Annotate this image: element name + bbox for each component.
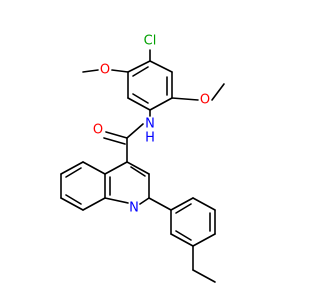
structure-canvas: Cl O O N H O N: [60, 34, 225, 283]
amide-nitrogen-label: N: [145, 117, 155, 132]
bond-methoxy: [111, 69, 129, 73]
bond-ethyl: [192, 269, 216, 283]
bond-double-inner: [132, 66, 149, 77]
bond: [82, 197, 106, 211]
bond-double-inner: [65, 194, 82, 205]
bond-double-inner: [175, 230, 192, 241]
bond-double-inner: [175, 203, 192, 214]
bond: [149, 60, 173, 73]
quinoline-nitrogen-label: N: [129, 201, 139, 216]
bond-methyl: [211, 83, 225, 101]
bond: [126, 161, 150, 175]
bond-layer: [60, 49, 225, 283]
bond: [139, 197, 150, 205]
bond: [127, 97, 151, 111]
bond-amide: [126, 123, 144, 139]
bond: [170, 197, 194, 211]
bond: [192, 233, 216, 247]
carbonyl-oxygen-label: O: [93, 123, 103, 138]
amide-hydrogen-label: H: [145, 131, 155, 146]
molecule-structure: Cl O O N H O N: [60, 34, 225, 283]
bond: [60, 197, 84, 211]
chlorine-atom-label: Cl: [144, 34, 157, 49]
bond: [104, 161, 128, 175]
bond-methoxy: [171, 97, 199, 101]
bond: [60, 161, 84, 175]
bond-methyl: [82, 69, 99, 73]
bond: [192, 197, 216, 211]
bond-carbonyl: [105, 131, 128, 139]
methoxy-oxygen-right-label: O: [200, 93, 210, 108]
bond-double-inner: [130, 166, 146, 177]
bond: [127, 60, 151, 73]
bond: [104, 197, 129, 204]
bond-double-inner: [65, 167, 82, 178]
methoxy-oxygen-top-label: O: [100, 63, 110, 78]
bond-biaryl: [148, 197, 172, 211]
bond-carbonyl-double: [103, 137, 126, 145]
bond-double-inner: [132, 93, 149, 104]
bond: [170, 233, 194, 247]
bond: [82, 161, 106, 175]
atom-label-layer: Cl O O N H O N: [93, 34, 210, 216]
bond: [149, 97, 173, 111]
